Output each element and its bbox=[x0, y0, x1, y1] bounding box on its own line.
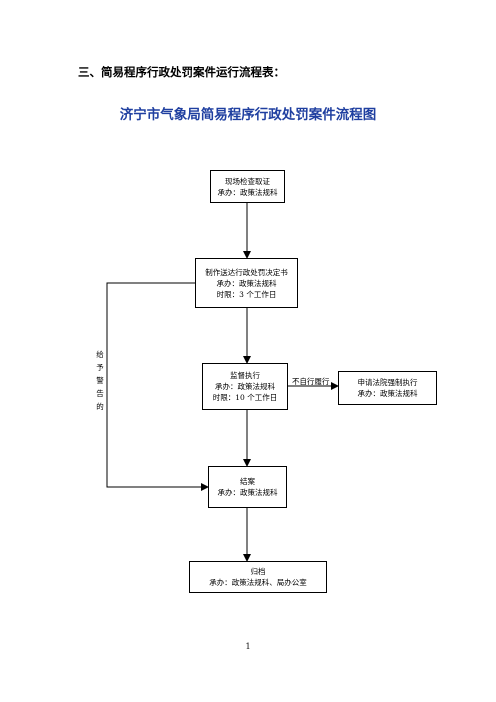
section-heading: 三、简易程序行政处罚案件运行流程表： bbox=[78, 65, 285, 79]
node-handler: 承办：政策法规科 bbox=[357, 389, 418, 398]
node-court-enforcement: 申请法院强制执行 承办：政策法规科 bbox=[338, 371, 437, 405]
arrow-decision-to-close-warning bbox=[106, 282, 209, 491]
node-label: 归档 bbox=[250, 567, 266, 576]
node-handler: 承办：政策法规科 bbox=[217, 488, 278, 497]
node-label: 现场检查取证 bbox=[225, 176, 270, 186]
node-label: 申请法院强制执行 bbox=[357, 378, 418, 387]
node-handler: 承办：政策法规科 bbox=[215, 382, 275, 391]
node-deadline: 时限：3 个工作日 bbox=[216, 289, 277, 299]
node-handler: 承办：政策法规科 bbox=[217, 187, 278, 197]
node-penalty-decision: 制作送达行政处罚决定书 承办：政策法规科 时限：3 个工作日 bbox=[195, 258, 298, 308]
node-label: 结案 bbox=[240, 477, 255, 486]
node-supervise-execution: 监督执行 承办：政策法规科 时限：10 个工作日 bbox=[202, 363, 288, 410]
node-label: 制作送达行政处罚决定书 bbox=[205, 267, 288, 277]
node-on-site-inspection: 现场检查取证 承办：政策法规科 bbox=[210, 170, 285, 203]
node-archive: 归档 承办：政策法规科、局办公室 bbox=[189, 561, 327, 593]
node-case-closed: 结案 承办：政策法规科 bbox=[208, 466, 287, 508]
node-label: 监督执行 bbox=[230, 371, 260, 380]
node-handler: 承办：政策法规科 bbox=[216, 278, 277, 288]
node-handler: 承办：政策法规科、局办公室 bbox=[209, 578, 307, 587]
chart-title: 济宁市气象局简易程序行政处罚案件流程图 bbox=[119, 107, 377, 123]
page-number: 1 bbox=[245, 642, 251, 651]
edge-label-not-performed: 不自行履行 bbox=[292, 377, 330, 386]
edge-label-warning: 给予警告的 bbox=[96, 350, 104, 411]
node-deadline: 时限：10 个工作日 bbox=[212, 393, 278, 402]
